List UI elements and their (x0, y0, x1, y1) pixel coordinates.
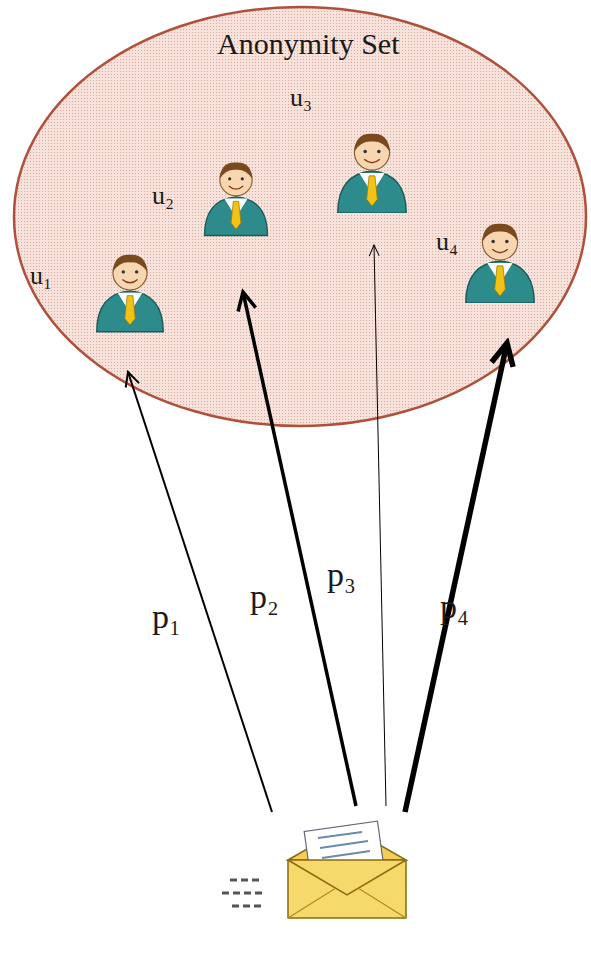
user-label: u₄ (436, 228, 458, 257)
probability-label: p₄ (440, 588, 469, 625)
ellipse-outline (12, 5, 588, 428)
user-label: u₃ (290, 84, 312, 113)
set-title: Anonymity Set (217, 27, 400, 60)
anonymity-set-ellipse: Anonymity Set (12, 5, 588, 428)
probability-label: p₃ (327, 556, 356, 593)
envelope-icon (222, 821, 406, 918)
user-label: u₁ (30, 262, 52, 291)
probability-arrow (405, 343, 507, 812)
probability-label: p₁ (152, 598, 181, 635)
user-label: u₂ (152, 182, 174, 211)
probability-label: p₂ (250, 578, 279, 615)
